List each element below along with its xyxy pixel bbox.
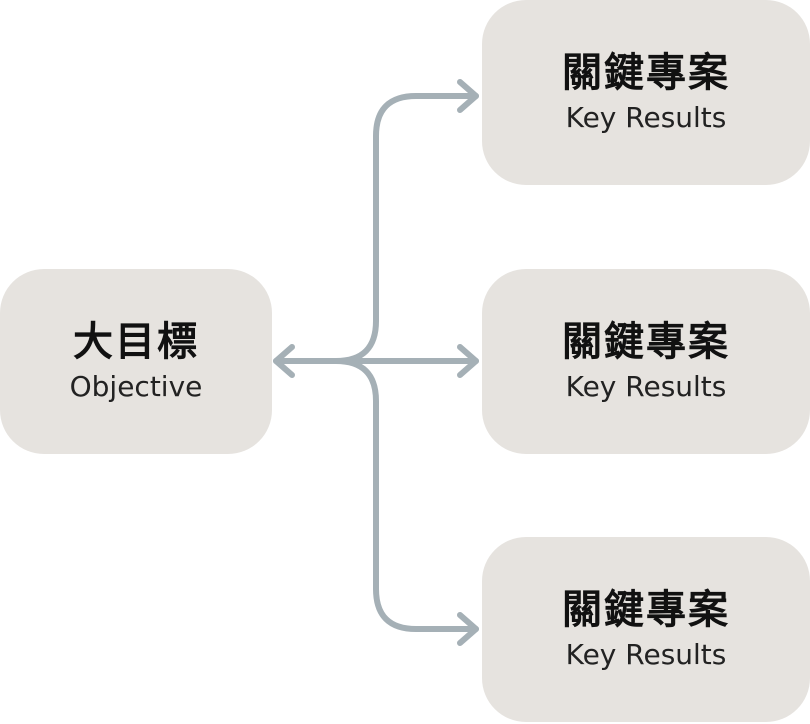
objective-subtitle: Objective <box>69 369 203 403</box>
arrow-to-kr-3 <box>333 358 479 632</box>
key-result-node-2: 關鍵專案 Key Results <box>482 269 810 454</box>
arrowhead-objective <box>273 344 295 378</box>
key-result-node-1: 關鍵專案 Key Results <box>482 0 810 185</box>
key-result-title: 關鍵專案 <box>562 586 730 633</box>
key-result-title: 關鍵專案 <box>562 49 730 96</box>
key-result-subtitle: Key Results <box>565 369 727 403</box>
arrowhead-kr-2 <box>457 344 479 378</box>
key-result-node-3: 關鍵專案 Key Results <box>482 537 810 722</box>
arrowhead-kr-3 <box>457 612 479 646</box>
key-result-subtitle: Key Results <box>565 100 727 134</box>
key-result-title: 關鍵專案 <box>562 318 730 365</box>
arrowhead-kr-1 <box>457 79 479 113</box>
key-result-subtitle: Key Results <box>565 637 727 671</box>
arrow-to-kr-1 <box>333 93 479 364</box>
objective-title: 大目標 <box>73 318 199 365</box>
objective-node: 大目標 Objective <box>0 269 272 454</box>
